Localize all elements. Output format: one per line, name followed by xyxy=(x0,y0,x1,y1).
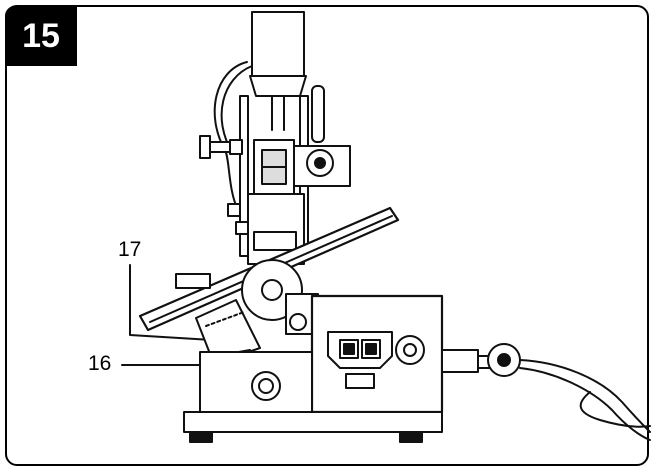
callout-16-label: 16 xyxy=(88,352,112,375)
base-housing xyxy=(183,294,444,443)
control-panel xyxy=(327,331,425,389)
callout-17-label: 17 xyxy=(118,238,142,261)
cutting-head xyxy=(253,139,351,195)
callout-17-leader xyxy=(129,264,213,341)
grinding-wheel xyxy=(241,259,319,335)
clamp-knob xyxy=(199,135,243,159)
power-cord xyxy=(441,343,651,441)
angle-scale-17 xyxy=(175,273,261,365)
motor-housing xyxy=(249,11,307,131)
figure-number-badge: 15 xyxy=(5,6,77,66)
